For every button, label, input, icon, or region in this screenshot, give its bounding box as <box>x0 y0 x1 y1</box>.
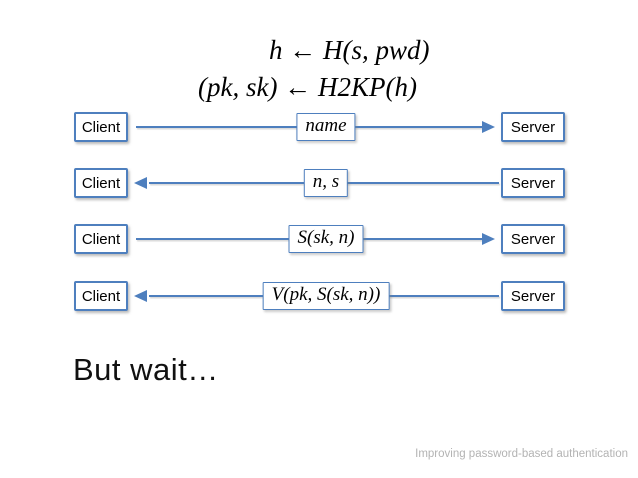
but-wait-text: But wait… <box>73 352 219 387</box>
message-label: V(pk, S(sk, n)) <box>262 282 390 310</box>
formula-hash-line: h ← H(s, pwd) <box>269 35 430 65</box>
arrow-right-icon <box>482 121 495 133</box>
client-box: Client <box>74 224 128 254</box>
message-label: name <box>296 113 356 141</box>
arrow-right-icon <box>482 233 495 245</box>
server-label: Server <box>510 287 556 305</box>
server-box: Server <box>501 281 565 311</box>
server-label: Server <box>510 174 556 192</box>
server-box: Server <box>501 112 565 142</box>
footer-text: Improving password-based authentication <box>415 448 628 460</box>
protocol-row-nonce-salt: Client Server n, s <box>0 168 638 198</box>
client-label: Client <box>81 230 121 248</box>
arrow-left-icon <box>134 290 147 302</box>
client-label: Client <box>81 174 121 192</box>
server-label: Server <box>510 118 556 136</box>
arrow-left-icon <box>134 177 147 189</box>
server-label: Server <box>510 230 556 248</box>
server-box: Server <box>501 224 565 254</box>
formula-keypair-line: (pk, sk) ← H2KP(h) <box>198 72 417 102</box>
client-label: Client <box>81 287 121 305</box>
client-box: Client <box>74 281 128 311</box>
protocol-row-verify: Client Server V(pk, S(sk, n)) <box>0 281 638 311</box>
client-label: Client <box>81 118 121 136</box>
message-label: S(sk, n) <box>288 225 364 253</box>
message-label: n, s <box>303 169 349 197</box>
server-box: Server <box>501 168 565 198</box>
protocol-row-name: Client Server name <box>0 112 638 142</box>
protocol-row-signature: Client Server S(sk, n) <box>0 224 638 254</box>
client-box: Client <box>74 168 128 198</box>
client-box: Client <box>74 112 128 142</box>
